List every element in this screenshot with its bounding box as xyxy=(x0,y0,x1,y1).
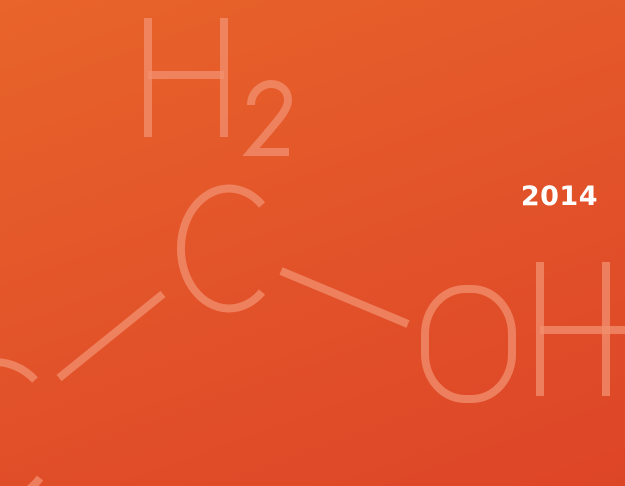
cover-year: 2014 xyxy=(520,181,598,212)
watermark-subscript-2 xyxy=(242,79,293,156)
watermark-bond-left xyxy=(56,290,166,382)
watermark-letter-o xyxy=(421,285,516,403)
watermark-letter-c xyxy=(176,184,266,313)
watermark-letter-c-left xyxy=(0,358,44,486)
watermark-bond-right xyxy=(279,267,410,328)
watermark-letter-h xyxy=(144,18,228,137)
watermark-letter-h-right xyxy=(536,262,625,396)
